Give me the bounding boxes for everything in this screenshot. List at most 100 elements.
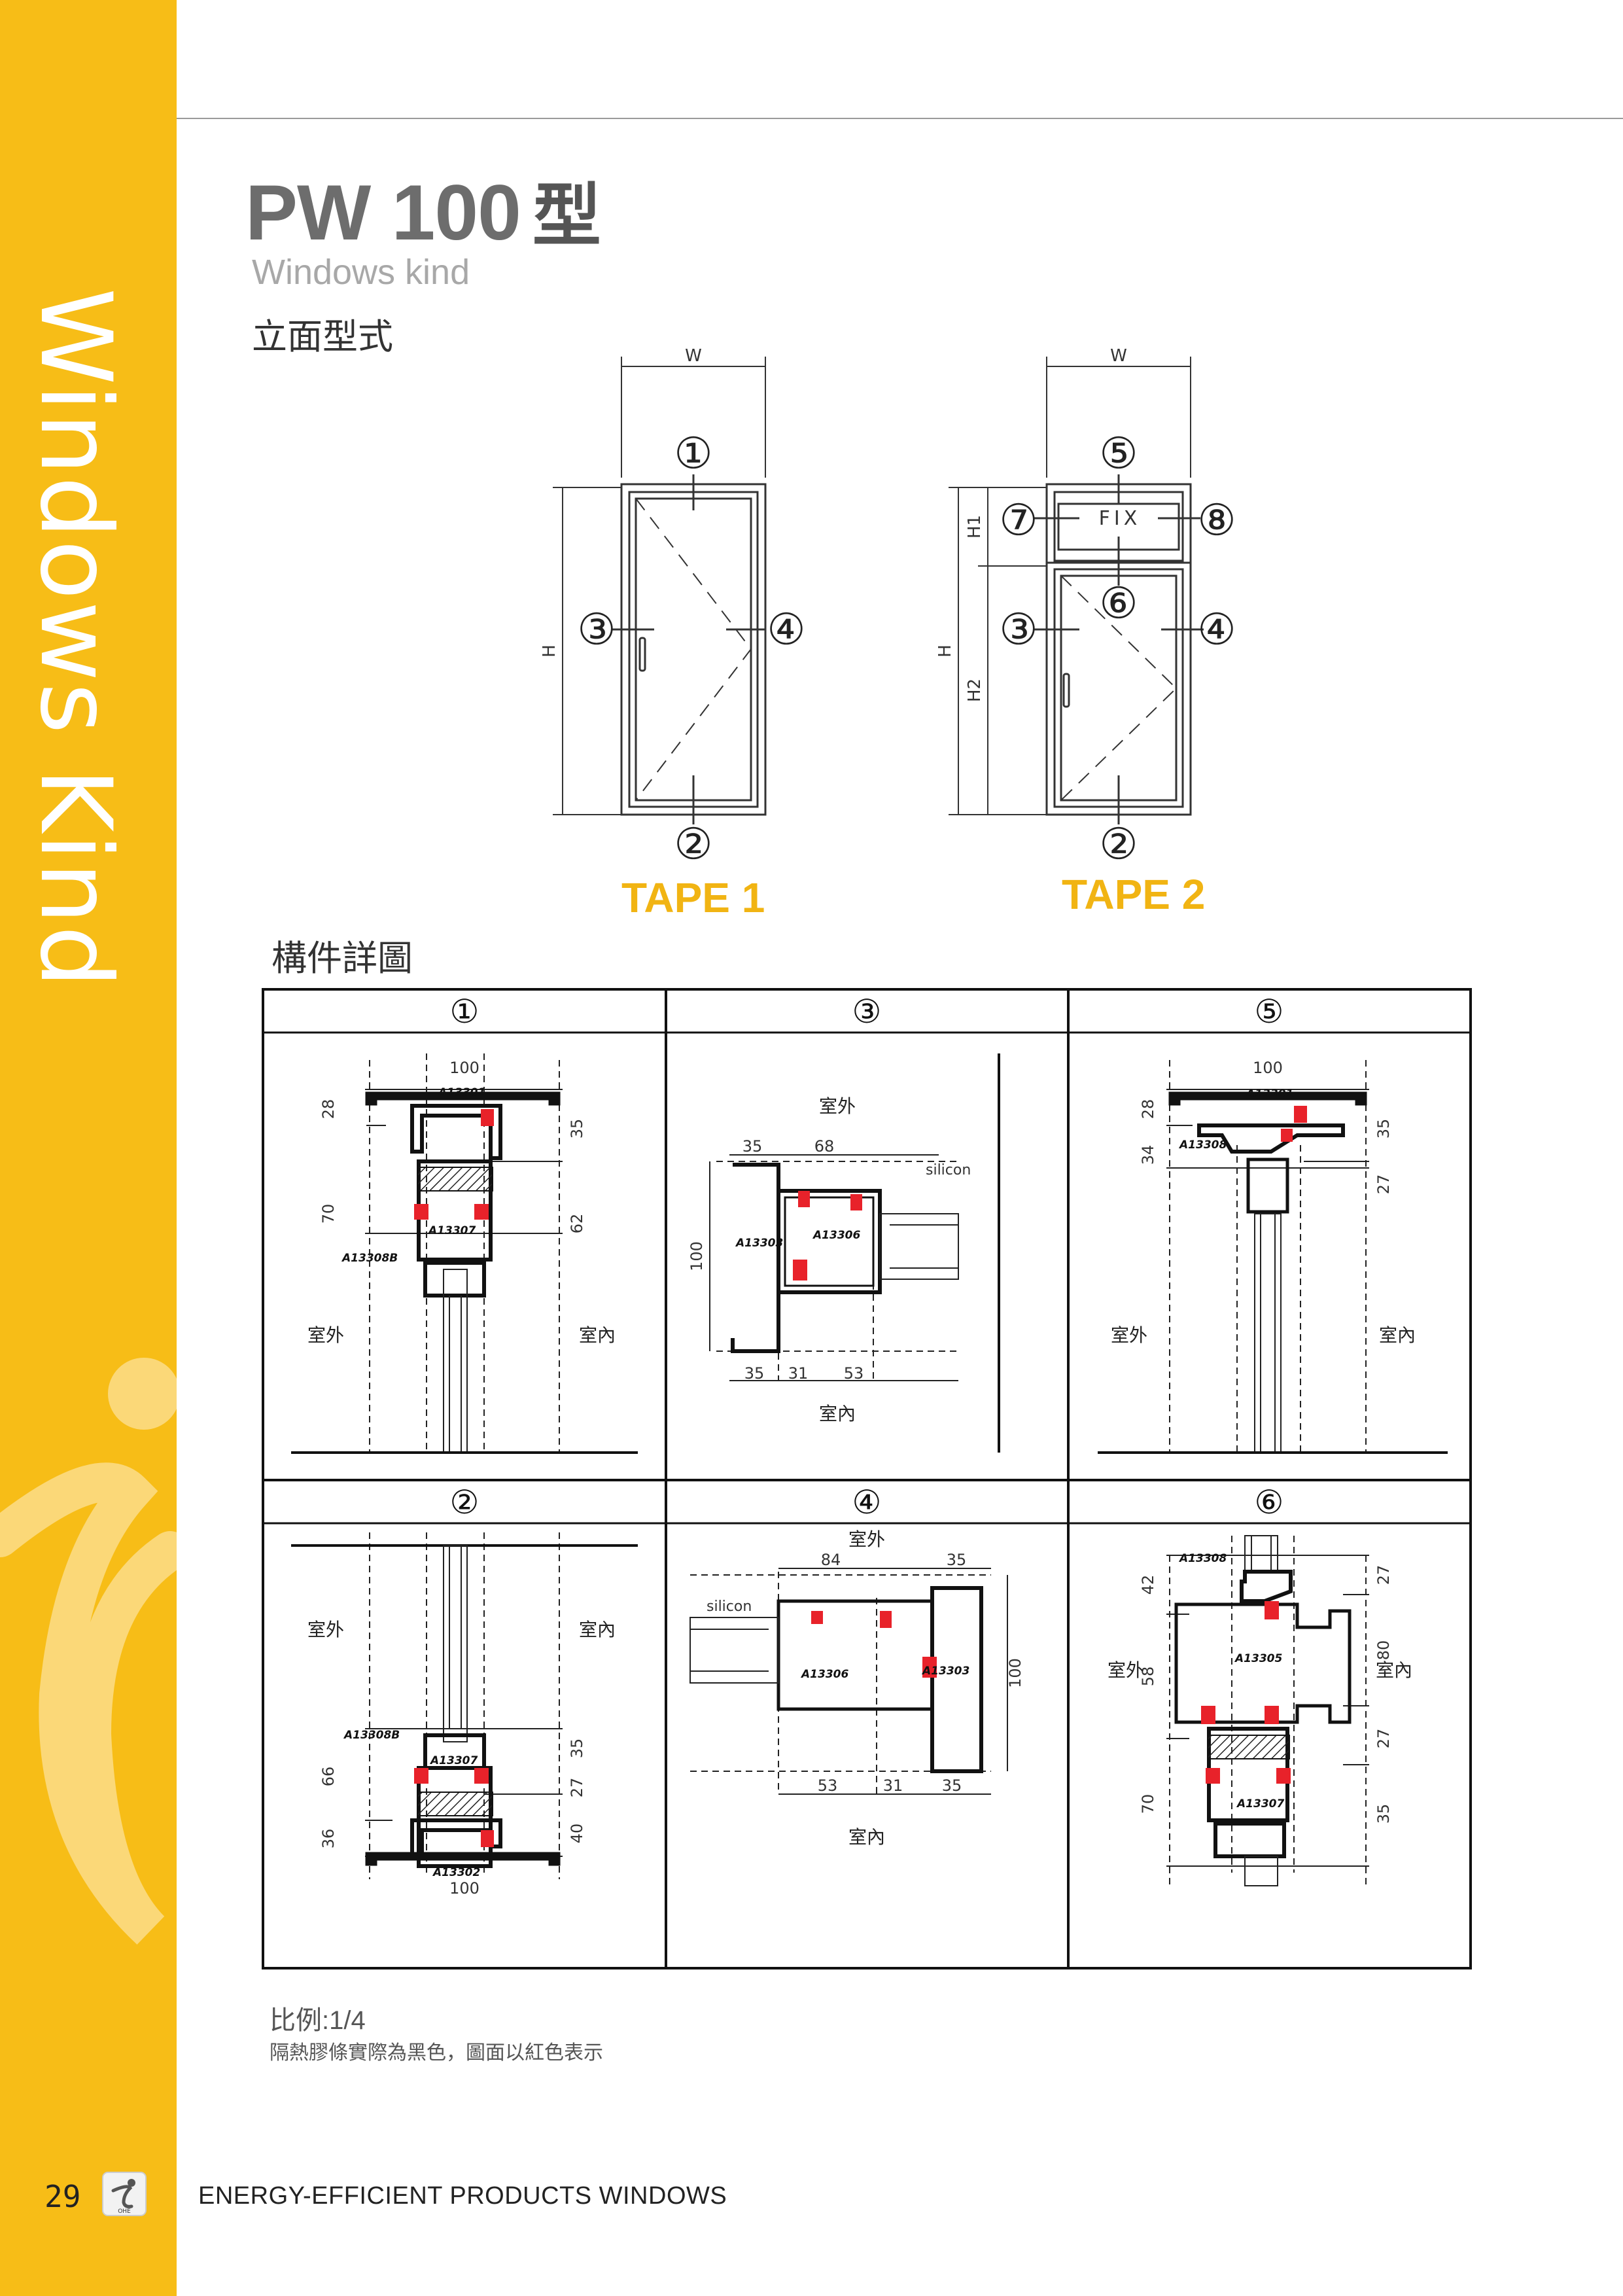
brand-logo: ОНЕ bbox=[102, 2172, 147, 2216]
page-subtitle: Windows kind bbox=[252, 253, 470, 292]
marker-2: ② bbox=[674, 819, 712, 870]
tape2-height-label: H bbox=[935, 645, 955, 658]
p2-indoor: 室內 bbox=[579, 1619, 616, 1640]
p1-indoor: 室內 bbox=[579, 1324, 616, 1346]
panel-3-section: 35 68 100 35 31 53 A13303 A13306 silicon… bbox=[688, 1053, 1000, 1453]
p6-indoor: 室內 bbox=[1376, 1659, 1412, 1681]
p1-part-a13301: A13301 bbox=[437, 1086, 485, 1099]
tape1-label: TAPE 1 bbox=[621, 874, 765, 921]
marker-4b: ④ bbox=[1197, 605, 1236, 655]
marker-1: ① bbox=[674, 429, 712, 479]
elevation-drawings: W H W H H1 H2 FIX ① ② ③ ④ ⑤ ⑥ ⑦ ⑧ ③ ④ ② bbox=[540, 346, 1236, 870]
p4-dim-35b: 35 bbox=[942, 1776, 962, 1795]
p2-outdoor: 室外 bbox=[307, 1619, 344, 1640]
marker-8: ⑧ bbox=[1197, 495, 1236, 546]
tape2-elevation bbox=[949, 357, 1204, 824]
footer-text: ENERGY-EFFICIENT PRODUCTS WINDOWS bbox=[198, 2182, 727, 2210]
fix-label: FIX bbox=[1099, 507, 1142, 530]
p1-dim-35: 35 bbox=[568, 1119, 586, 1139]
panel-4-section: 84 35 100 53 31 35 A13306 A13303 silicon… bbox=[689, 1528, 1024, 1848]
p6-dim-80: 80 bbox=[1374, 1640, 1393, 1661]
p6-part-a13308: A13308 bbox=[1178, 1552, 1227, 1565]
tape2-label: TAPE 2 bbox=[1062, 871, 1206, 918]
p2-part-a13302: A13302 bbox=[432, 1866, 480, 1879]
p5-part-a13301: A13301 bbox=[1245, 1087, 1293, 1101]
p5-dim-28: 28 bbox=[1139, 1099, 1157, 1120]
detail-table: ① ③ ⑤ ② ④ ⑥ 100 bbox=[262, 988, 1472, 1969]
p3-dim-53: 53 bbox=[844, 1364, 864, 1383]
remark-note: 隔熱膠條實際為黑色，圖面以紅色表示 bbox=[270, 2042, 603, 2064]
brand-watermark-icon bbox=[0, 1358, 177, 1945]
tape2-h1-label: H1 bbox=[965, 515, 985, 539]
marker-4: ④ bbox=[767, 605, 805, 655]
marker-3b: ③ bbox=[999, 605, 1038, 655]
p3-dim-31: 31 bbox=[788, 1364, 809, 1383]
marker-2b: ② bbox=[1099, 819, 1138, 870]
p5-dim-27: 27 bbox=[1374, 1174, 1393, 1195]
panel-2-section: 66 36 35 27 40 100 A13308B A13307 A13302… bbox=[291, 1532, 638, 1898]
p2-dim-40: 40 bbox=[568, 1824, 586, 1844]
panel-6-id: ⑥ bbox=[1255, 1483, 1284, 1521]
panel-1-section: 100 28 35 70 62 A13301 A13307 A13308B 室外… bbox=[291, 1053, 638, 1454]
p6-outdoor: 室外 bbox=[1108, 1659, 1144, 1681]
p3-part-a13306: A13306 bbox=[812, 1229, 860, 1242]
p3-dim-35: 35 bbox=[742, 1137, 763, 1156]
p1-dim-70: 70 bbox=[319, 1204, 338, 1224]
tape2-h2-label: H2 bbox=[965, 679, 985, 702]
tape2-width-label: W bbox=[1110, 346, 1127, 366]
p5-outdoor: 室外 bbox=[1111, 1324, 1147, 1346]
panel-1-id: ① bbox=[450, 993, 480, 1031]
p5-part-a13308: A13308 bbox=[1178, 1139, 1227, 1152]
p3-dim-35b: 35 bbox=[744, 1364, 765, 1383]
p3-part-a13303: A13303 bbox=[735, 1237, 783, 1250]
tape1-width-label: W bbox=[685, 346, 702, 366]
p3-silicon-label: silicon bbox=[926, 1162, 971, 1178]
p2-dim-35: 35 bbox=[568, 1739, 586, 1759]
p1-part-a13307: A13307 bbox=[427, 1224, 476, 1237]
p6-dim-58: 58 bbox=[1139, 1667, 1157, 1687]
p2-dim-100: 100 bbox=[449, 1879, 480, 1898]
p4-part-a13306: A13306 bbox=[800, 1668, 848, 1681]
panel-5-id: ⑤ bbox=[1255, 993, 1284, 1031]
svg-text:ОНЕ: ОНЕ bbox=[118, 2208, 131, 2215]
p6-dim-42: 42 bbox=[1139, 1575, 1157, 1595]
p6-dim-35: 35 bbox=[1374, 1804, 1393, 1824]
p2-dim-66: 66 bbox=[319, 1767, 338, 1787]
panel-2-id: ② bbox=[450, 1483, 480, 1521]
p6-part-a13307: A13307 bbox=[1236, 1797, 1284, 1810]
p4-part-a13303: A13303 bbox=[921, 1665, 969, 1678]
page-number: 29 bbox=[44, 2179, 81, 2214]
p5-indoor: 室內 bbox=[1379, 1324, 1416, 1346]
scale-note: 比例:1/4 bbox=[270, 2006, 366, 2035]
marker-7: ⑦ bbox=[999, 495, 1038, 546]
p1-outdoor: 室外 bbox=[307, 1324, 344, 1346]
panel-6-section: 42 58 70 27 80 27 35 A13308 A13305 A1330… bbox=[1108, 1535, 1412, 1886]
marker-6: ⑥ bbox=[1099, 578, 1138, 629]
p6-dim-27b: 27 bbox=[1374, 1729, 1393, 1749]
tape1-height-label: H bbox=[540, 645, 559, 658]
panel-5-section: 100 28 35 34 27 A13301 A13308 室外 室內 bbox=[1098, 1059, 1448, 1454]
header-rule bbox=[177, 118, 1623, 119]
p5-dim-34: 34 bbox=[1139, 1145, 1157, 1165]
marker-5: ⑤ bbox=[1099, 429, 1138, 479]
p2-part-a13308b: A13308B bbox=[343, 1729, 400, 1742]
p1-part-a13308b: A13308B bbox=[341, 1252, 398, 1265]
p6-dim-70: 70 bbox=[1139, 1794, 1157, 1814]
p4-outdoor: 室外 bbox=[848, 1528, 885, 1550]
p2-dim-36: 36 bbox=[319, 1829, 338, 1849]
panel-4-id: ④ bbox=[852, 1483, 882, 1521]
p3-indoor: 室內 bbox=[819, 1403, 856, 1424]
p3-dim-100: 100 bbox=[688, 1241, 706, 1271]
marker-3: ③ bbox=[577, 605, 616, 655]
p4-dim-35: 35 bbox=[947, 1551, 967, 1569]
p6-part-a13305: A13305 bbox=[1234, 1652, 1282, 1665]
p5-dim-35: 35 bbox=[1374, 1119, 1393, 1139]
details-section-title: 構件詳圖 bbox=[271, 939, 413, 978]
p2-part-a13307: A13307 bbox=[429, 1754, 478, 1767]
p4-dim-84: 84 bbox=[821, 1551, 841, 1569]
p4-dim-31: 31 bbox=[883, 1776, 903, 1795]
sidebar: Windows Kind bbox=[0, 0, 177, 2296]
elevation-section-title: 立面型式 bbox=[252, 317, 393, 357]
tape1-elevation bbox=[553, 357, 767, 824]
